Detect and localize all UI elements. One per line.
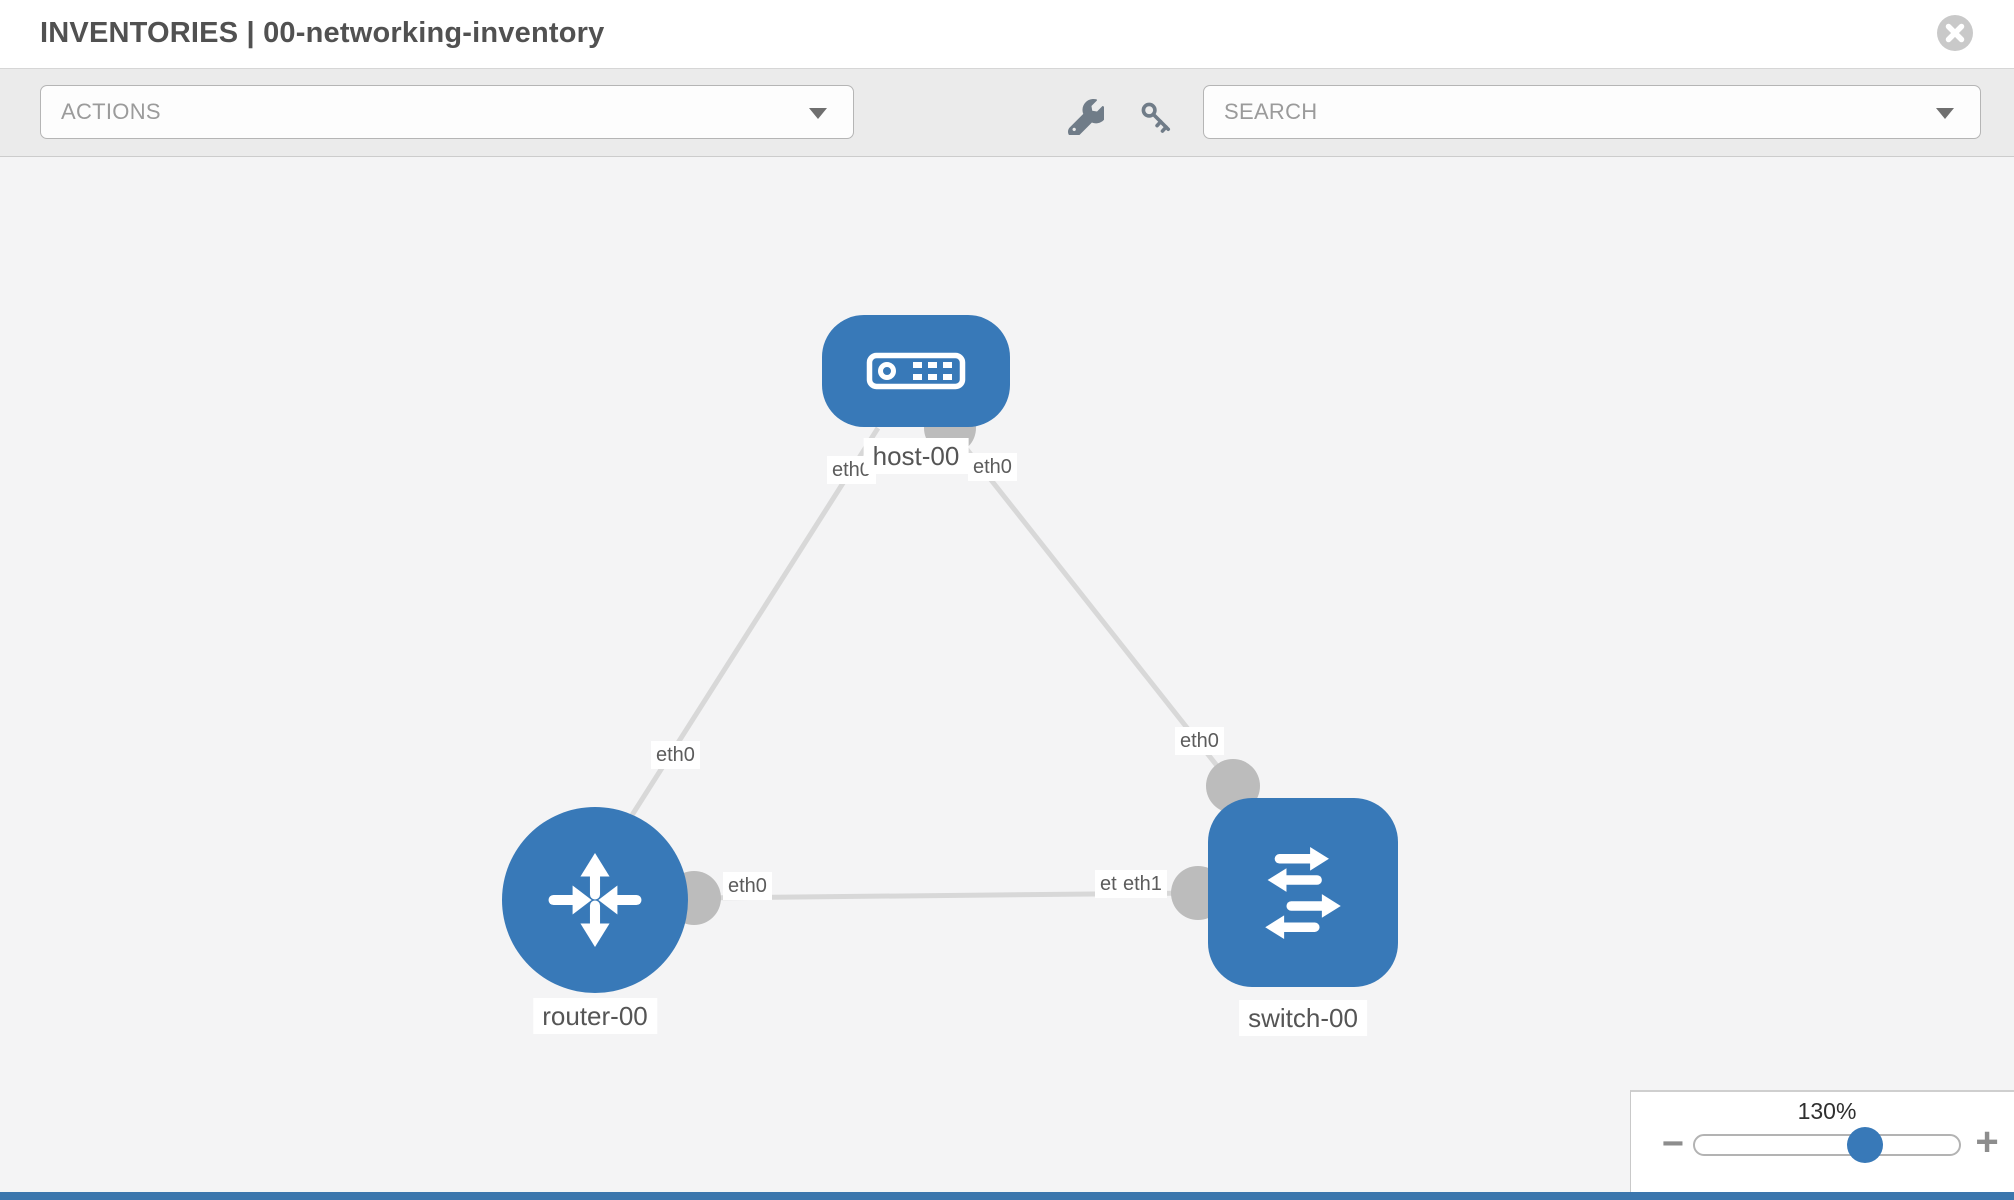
node-label-host: host-00 xyxy=(863,438,969,474)
search-input-placeholder: SEARCH xyxy=(1224,99,1318,124)
node-router[interactable] xyxy=(502,807,688,993)
page-title: INVENTORIES | 00-networking-inventory xyxy=(40,17,605,49)
link-host-switch[interactable] xyxy=(948,426,1235,788)
close-icon-stroke xyxy=(1945,23,1965,43)
chevron-down-icon xyxy=(809,108,827,119)
footer-bar xyxy=(0,1192,2014,1200)
interface-label: eth1 xyxy=(1118,870,1167,898)
node-label-router: router-00 xyxy=(533,998,657,1034)
zoom-in-button[interactable]: + xyxy=(1975,1120,1999,1164)
zoom-slider-track[interactable] xyxy=(1693,1134,1961,1156)
toolbar: ACTIONS SEARCH xyxy=(0,69,2014,157)
interface-label: eth0 xyxy=(723,872,772,900)
interface-label: eth0 xyxy=(968,453,1017,481)
zoom-panel: 130% − + xyxy=(1630,1090,2014,1200)
host-icon xyxy=(866,352,966,390)
zoom-value: 130% xyxy=(1797,1098,1857,1124)
zoom-out-button[interactable]: − xyxy=(1661,1123,1685,1165)
interface-label: eth0 xyxy=(1175,727,1224,755)
node-label-switch: switch-00 xyxy=(1239,1000,1367,1036)
close-button[interactable] xyxy=(1936,14,1974,52)
actions-dropdown-label: ACTIONS xyxy=(61,99,161,124)
wrench-icon[interactable] xyxy=(1068,99,1104,135)
header: INVENTORIES | 00-networking-inventory xyxy=(0,0,2014,69)
node-host[interactable] xyxy=(822,315,1010,427)
search-dropdown[interactable]: SEARCH xyxy=(1203,85,1981,139)
interface-label: eth0 xyxy=(651,741,700,769)
actions-dropdown[interactable]: ACTIONS xyxy=(40,85,854,139)
node-switch[interactable] xyxy=(1208,798,1398,987)
router-icon xyxy=(548,852,642,948)
links-layer xyxy=(624,402,1260,925)
chevron-down-icon xyxy=(1936,108,1954,119)
zoom-slider-handle[interactable] xyxy=(1847,1127,1883,1163)
topology-canvas[interactable]: eth0 eth0 eth0 eth0 eth0 eth0 eth1 host-… xyxy=(0,157,2014,1200)
key-icon[interactable] xyxy=(1138,99,1174,135)
switch-icon xyxy=(1265,846,1341,939)
